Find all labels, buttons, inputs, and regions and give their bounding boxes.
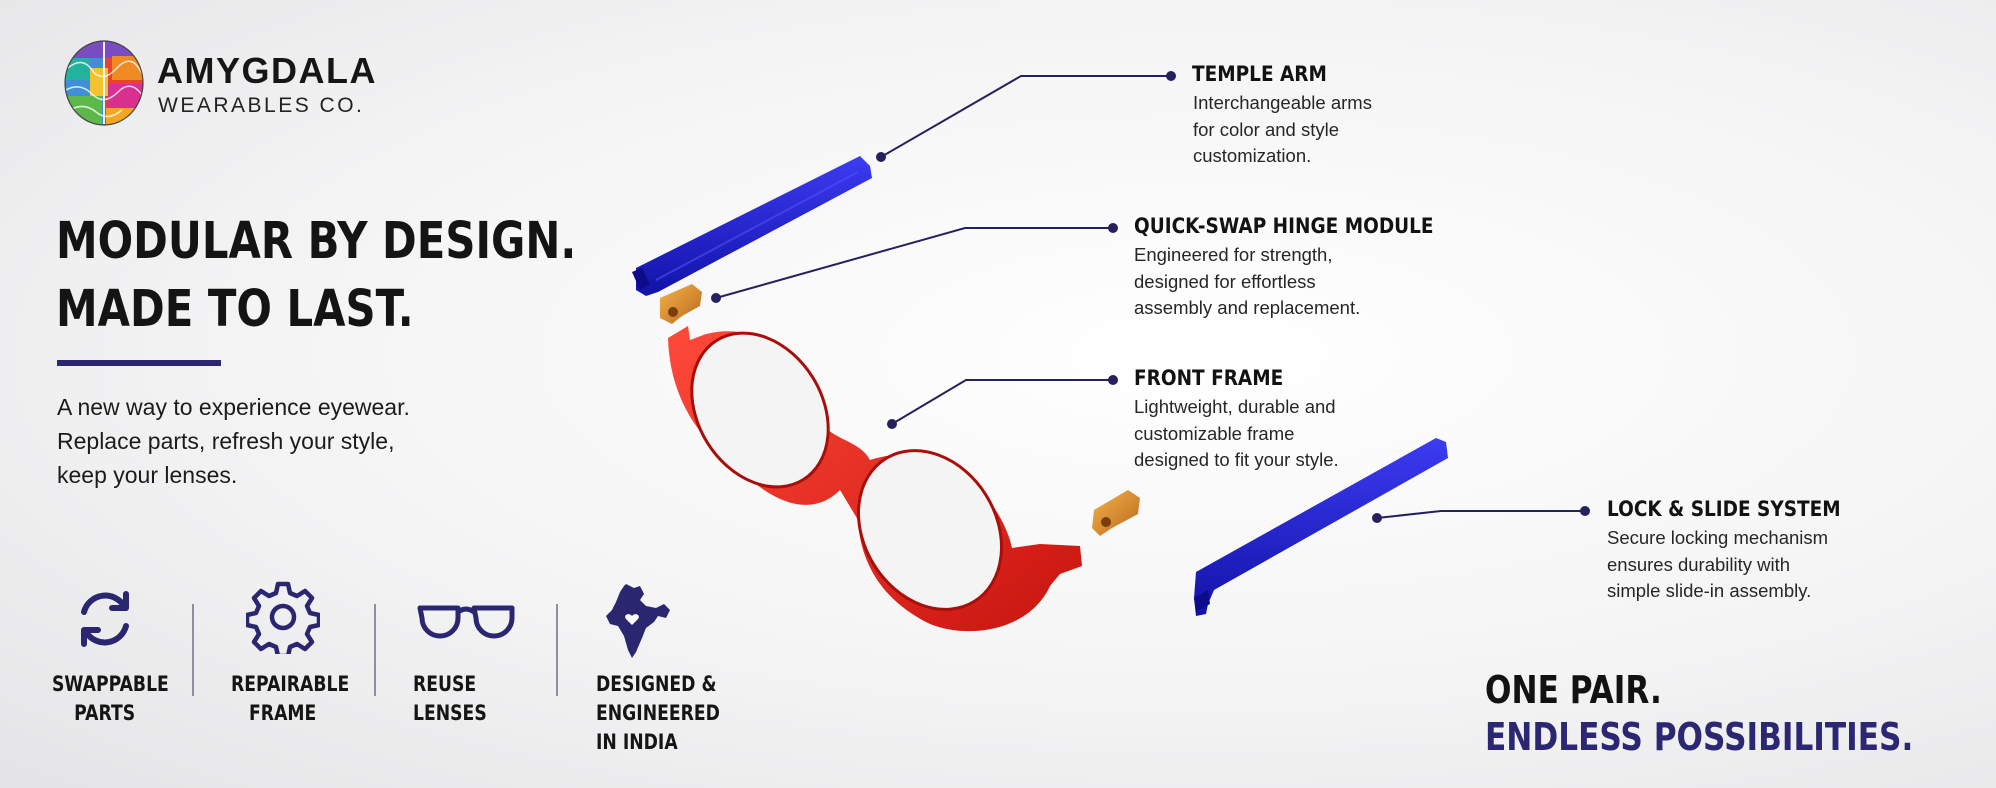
brand-name: AMYGDALA — [157, 50, 377, 91]
callout-line: assembly and replacement. — [1134, 297, 1361, 318]
feature-divider — [192, 604, 194, 696]
india-map-icon — [606, 582, 672, 663]
feature-label-line: REPAIRABLE — [231, 672, 350, 696]
leader-dot — [1166, 71, 1176, 81]
callout-body-temple-arm: Interchangeable arms for color and style… — [1193, 90, 1372, 170]
tagline-line-2: ENDLESS POSSIBILITIES. — [1485, 715, 1914, 759]
callout-line: simple slide-in assembly. — [1607, 580, 1812, 601]
hinge-module-top-part — [660, 284, 702, 324]
hinge-module-right-part — [1092, 490, 1140, 536]
callout-title-hinge: QUICK-SWAP HINGE MODULE — [1134, 214, 1434, 238]
swap-arrows-icon — [70, 584, 140, 659]
callout-leader-lines — [711, 71, 1590, 523]
leader-line-front-frame — [891, 379, 1113, 425]
callout-line: for color and style — [1193, 118, 1340, 140]
brand-subtitle: WEARABLES CO. — [158, 94, 365, 117]
feature-repairable-frame: REPAIRABLE FRAME — [231, 670, 349, 728]
leader-dot — [1108, 223, 1118, 233]
leader-dot — [1580, 506, 1590, 516]
feature-label-line: LENSES — [413, 701, 487, 725]
callout-title-lock-slide: LOCK & SLIDE SYSTEM — [1607, 497, 1841, 521]
callout-line: Lightweight, durable and — [1134, 396, 1336, 417]
intro-line-1: A new way to experience eyewear. — [57, 394, 410, 420]
callout-title-temple-arm: TEMPLE ARM — [1192, 62, 1327, 86]
headline-line-2: MADE TO LAST. — [56, 280, 414, 339]
callout-title-front-frame: FRONT FRAME — [1134, 366, 1284, 390]
feature-label-line: SWAPPABLE — [52, 672, 169, 696]
leader-dot — [887, 419, 897, 429]
leader-dot — [1108, 375, 1118, 385]
feature-label-line: IN INDIA — [596, 730, 678, 754]
front-frame-part — [668, 326, 1082, 632]
leader-line-temple-arm — [880, 75, 1171, 158]
callout-line: ensures durability with — [1607, 553, 1791, 575]
headline-underline — [57, 360, 221, 366]
feature-swappable-parts: SWAPPABLE PARTS — [52, 670, 169, 728]
intro-line-3: keep your lenses. — [57, 462, 238, 488]
callout-line: customization. — [1193, 145, 1312, 166]
feature-label-line: FRAME — [249, 701, 317, 725]
temple-arm-right-part — [1194, 438, 1448, 616]
callout-line: Engineered for strength, — [1134, 244, 1333, 265]
tagline-line-1: ONE PAIR. — [1485, 668, 1662, 712]
gear-icon — [244, 580, 322, 659]
feature-designed-in-india: DESIGNED & ENGINEERED IN INDIA — [596, 670, 720, 757]
brand-logo-icon — [62, 38, 146, 128]
headline-line-1: MODULAR BY DESIGN. — [56, 212, 577, 271]
feature-divider — [556, 604, 558, 696]
intro-line-2: Replace parts, refresh your style, — [57, 428, 395, 454]
feature-label-line: DESIGNED & — [596, 672, 717, 696]
callout-line: Secure locking mechanism — [1607, 527, 1829, 548]
callout-body-lock-slide: Secure locking mechanism ensures durabil… — [1607, 525, 1828, 605]
leader-dot — [711, 293, 721, 303]
temple-arm-left-part — [632, 156, 872, 296]
callout-line: designed to fit your style. — [1134, 449, 1339, 470]
feature-reuse-lenses: REUSE LENSES — [413, 670, 487, 728]
leader-line-lock-slide — [1376, 510, 1585, 519]
feature-label-line: ENGINEERED — [596, 701, 720, 725]
callout-line: Interchangeable arms — [1193, 92, 1372, 113]
callout-line: designed for effortless — [1134, 270, 1316, 292]
leader-dot — [1372, 513, 1382, 523]
callout-body-hinge: Engineered for strength, designed for ef… — [1134, 242, 1360, 322]
intro-text: A new way to experience eyewear. Replace… — [57, 390, 477, 492]
glasses-icon — [416, 600, 516, 649]
callout-body-front-frame: Lightweight, durable and customizable fr… — [1134, 394, 1339, 474]
leader-dot — [876, 152, 886, 162]
feature-label-line: PARTS — [74, 701, 136, 725]
leader-line-hinge — [715, 227, 1113, 299]
feature-label-line: REUSE — [413, 672, 477, 696]
callout-line: customizable frame — [1134, 422, 1295, 444]
feature-divider — [374, 604, 376, 696]
